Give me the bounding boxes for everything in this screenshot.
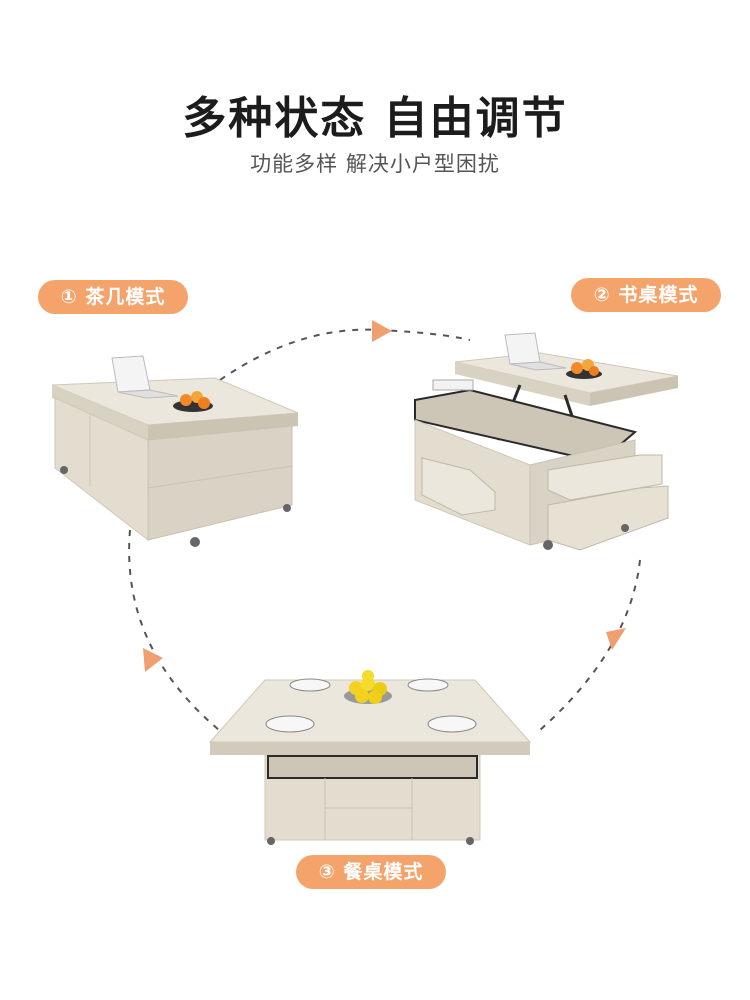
- lemon-basket-icon: [344, 670, 392, 704]
- cycle-arc-right: [539, 559, 641, 731]
- page-subtitle: 功能多样 解决小户型困扰: [250, 152, 500, 176]
- plate-icon: [427, 715, 477, 733]
- plate-icon: [289, 678, 331, 692]
- books-icon: [432, 379, 474, 391]
- laptop-icon: [111, 355, 151, 393]
- cycle-arc-top: [219, 328, 471, 381]
- mode-badge-coffee-table: ① 茶几模式: [38, 280, 188, 314]
- desk-illustration: [414, 332, 679, 551]
- coffee-table-illustration: [51, 355, 299, 547]
- arrow-icon: [143, 648, 163, 672]
- plate-icon: [265, 715, 315, 733]
- dining-table-illustration: [208, 670, 532, 845]
- plate-icon: [407, 678, 449, 692]
- mode-badge-desk: ② 书桌模式: [571, 278, 721, 312]
- mode-badge-dining-table: ③ 餐桌模式: [296, 855, 446, 889]
- laptop-icon: [504, 332, 541, 365]
- arrow-icon: [606, 628, 626, 650]
- arrow-icon: [372, 320, 392, 342]
- page-title: 多种状态 自由调节: [182, 93, 568, 144]
- cycle-arc-left: [128, 529, 226, 736]
- drawer: [421, 457, 496, 516]
